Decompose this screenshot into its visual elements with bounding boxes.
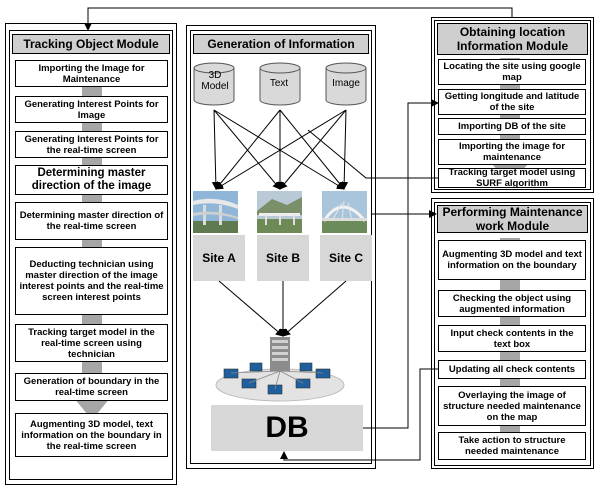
maintenance-step-1: Augmenting 3D model and text information… bbox=[438, 240, 586, 280]
location-step-3: Importing DB of the site bbox=[438, 118, 586, 135]
location-step-2: Getting longitude and latitude of the si… bbox=[438, 89, 586, 115]
site-c-label: Site C bbox=[320, 235, 372, 281]
tracking-step-8: Generation of boundary in the real-time … bbox=[15, 373, 168, 401]
location-step-1: Locating the site using google map bbox=[438, 59, 586, 85]
site-a-photo bbox=[193, 191, 238, 233]
tracking-step-2: Generating Interest Points for Image bbox=[15, 96, 168, 123]
location-info-title: Obtaining location Information Module bbox=[437, 23, 588, 55]
db-network-graphic bbox=[210, 335, 350, 407]
tracking-step-1: Importing the Image for Maintenance bbox=[15, 60, 168, 87]
tracking-step-7: Tracking target model in the real-time s… bbox=[15, 324, 168, 362]
db-label: DB bbox=[211, 405, 363, 451]
tracking-step-5: Determining master direction of the real… bbox=[15, 202, 168, 240]
source-3d-model-label: 3D Model bbox=[201, 70, 229, 92]
location-step-4: Importing the image for maintenance bbox=[438, 139, 586, 165]
tracking-object-module-title: Tracking Object Module bbox=[12, 34, 170, 54]
maintenance-step-5: Overlaying the image of structure needed… bbox=[438, 386, 586, 426]
maintenance-step-2: Checking the object using augmented info… bbox=[438, 290, 586, 317]
generation-of-information-title: Generation of Information bbox=[193, 34, 369, 54]
tracking-step-4: Determining master direction of the imag… bbox=[15, 165, 168, 195]
source-text-label: Text bbox=[269, 78, 289, 89]
maintenance-step-6: Take action to structure needed maintena… bbox=[438, 432, 586, 460]
tracking-step-9: Augmenting 3D model, text information on… bbox=[15, 413, 168, 457]
maintenance-step-4: Updating all check contents bbox=[438, 360, 586, 379]
site-b-photo bbox=[257, 191, 302, 233]
site-a-label: Site A bbox=[193, 235, 245, 281]
maintenance-title: Performing Maintenance work Module bbox=[437, 205, 588, 233]
tracking-step-3: Generating Interest Points for the real-… bbox=[15, 131, 168, 158]
maintenance-step-3: Input check contents in the text box bbox=[438, 325, 586, 352]
site-b-label: Site B bbox=[257, 235, 309, 281]
tracking-step-6: Deducting technician using master direct… bbox=[15, 247, 168, 315]
source-cylinders bbox=[190, 60, 372, 110]
source-image-label: Image bbox=[332, 78, 360, 89]
location-step-5: Tracking target model using SURF algorit… bbox=[438, 167, 586, 189]
site-c-photo bbox=[322, 191, 367, 233]
